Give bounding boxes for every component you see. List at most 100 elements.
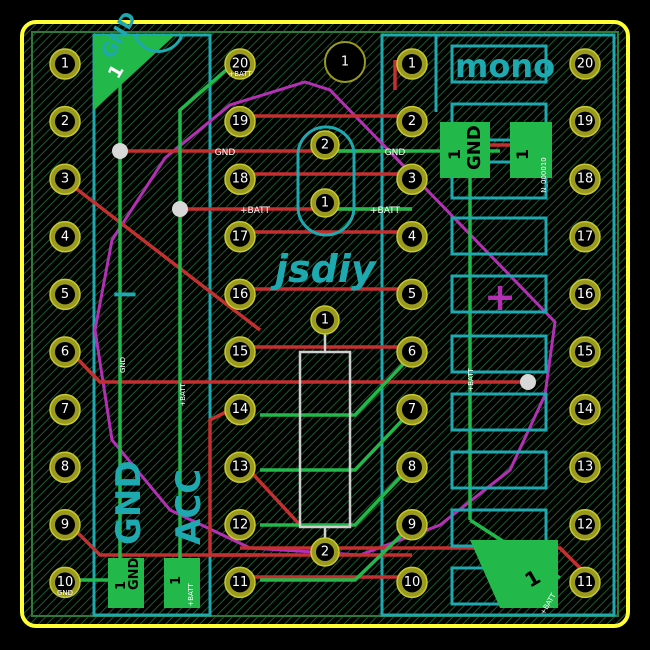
pin-pad: 11	[569, 566, 601, 599]
pad-hole	[575, 342, 595, 362]
pad-hole	[55, 457, 75, 478]
pin-number: 5	[408, 287, 416, 302]
pad-hole	[316, 311, 334, 329]
pad-hole	[575, 284, 595, 305]
pin-number: 3	[408, 172, 416, 187]
pin-number: 2	[321, 545, 329, 560]
pin-number: 16	[577, 287, 594, 302]
minus-mark: −	[111, 274, 140, 314]
pin-pad: 20	[569, 48, 601, 80]
pin-pad: 18	[569, 163, 601, 195]
pin-pad: 2	[49, 105, 81, 138]
pin-number: 8	[408, 460, 416, 475]
pin-pad: 5	[396, 278, 428, 311]
right-module-outline	[380, 33, 616, 617]
pad-hole	[316, 136, 334, 154]
pin-number: 3	[61, 172, 69, 187]
pad-hole	[402, 572, 422, 593]
pin-pad: 7	[396, 393, 428, 426]
pin-pad: 1	[310, 305, 340, 335]
pin-pad: 13	[224, 451, 256, 483]
pin-number: 1	[321, 196, 329, 211]
pin-pad: 1	[310, 188, 340, 218]
pin-number: 20	[577, 57, 594, 72]
pin-pad: 6	[396, 336, 428, 368]
pad-hole	[402, 514, 422, 535]
pin-number: 10	[404, 575, 421, 590]
via	[520, 374, 536, 390]
pin-pad: 7	[49, 393, 81, 426]
pin-number: 13	[577, 460, 594, 475]
pin-pad: 5	[49, 278, 81, 311]
mono-label: mono	[455, 47, 555, 85]
pin-number: 14	[577, 402, 594, 417]
pin-pad: 3	[396, 163, 428, 195]
acc-vertical-label: ACC	[169, 469, 209, 545]
header-pad-one: 1	[513, 149, 532, 160]
pin-number: 1	[321, 313, 329, 328]
pad-hole	[55, 54, 75, 74]
pin-pad: 17	[569, 221, 601, 253]
plus-mark: +	[484, 275, 516, 319]
pad-hole	[575, 457, 595, 478]
pin-number: 11	[232, 575, 249, 590]
batt-net-label: +BATT	[370, 206, 401, 216]
pin-number: 5	[61, 287, 69, 302]
pin-number: 17	[577, 229, 594, 244]
pad-hole	[55, 514, 75, 535]
pin-number: 2	[408, 114, 416, 129]
pad-hole	[230, 111, 250, 132]
header-gnd-label: GND	[464, 125, 485, 170]
batt-copper-zone	[470, 540, 558, 608]
battery-holder-slots	[450, 44, 548, 606]
pin-pad: 1	[49, 48, 81, 80]
header-pad-1	[510, 122, 552, 178]
pin-pad: 2	[310, 537, 340, 567]
pin10-gnd: GND	[57, 589, 73, 597]
pad-hole	[402, 169, 422, 190]
pad-hole	[55, 169, 75, 190]
bottom-batt: +BATT	[187, 583, 195, 607]
pad-hole	[55, 284, 75, 305]
bottom-pad-batt	[164, 558, 200, 608]
pin-pad: 17	[224, 221, 256, 253]
pad-hole	[575, 572, 595, 593]
pin-number: 6	[61, 345, 69, 360]
bottom-gnd: GND	[127, 557, 142, 590]
pad-hole	[230, 284, 250, 305]
pin-number: 10	[57, 575, 74, 590]
pin-number: 20	[232, 57, 249, 72]
pad-hole	[402, 226, 422, 247]
pin-number: 13	[232, 460, 249, 475]
pin-pad: 15	[569, 336, 601, 368]
fiducial	[324, 41, 366, 83]
pad-hole	[230, 226, 250, 247]
pad-hole	[402, 111, 422, 132]
jsdiy-label: jsdiy	[270, 247, 378, 291]
pin-number: 1	[408, 57, 416, 72]
pin-number: 15	[577, 345, 594, 360]
pad-hole	[230, 514, 250, 535]
pin-number: 1	[61, 57, 69, 72]
pad-hole	[55, 399, 75, 420]
batt-net-label-left: +BATT	[240, 206, 271, 216]
pin-pad: 12	[569, 509, 601, 541]
gnd-copper-triangle	[94, 35, 175, 110]
gnd-net-label-left: GND	[215, 148, 236, 158]
pad-hole	[402, 457, 422, 478]
gnd-net-label: GND	[385, 148, 406, 158]
pad-hole	[402, 54, 422, 74]
header-one-label: 1	[445, 149, 464, 160]
pad-hole	[575, 399, 595, 420]
right-batt-label: +BATT	[467, 368, 475, 392]
pin-pad: 10	[396, 566, 428, 599]
bottom-pad-gnd	[108, 558, 144, 608]
pad-hole	[55, 226, 75, 247]
pad-hole	[316, 543, 334, 561]
pad-hole	[575, 169, 595, 190]
pad-hole	[402, 342, 422, 362]
pin-pad: 4	[396, 221, 428, 253]
